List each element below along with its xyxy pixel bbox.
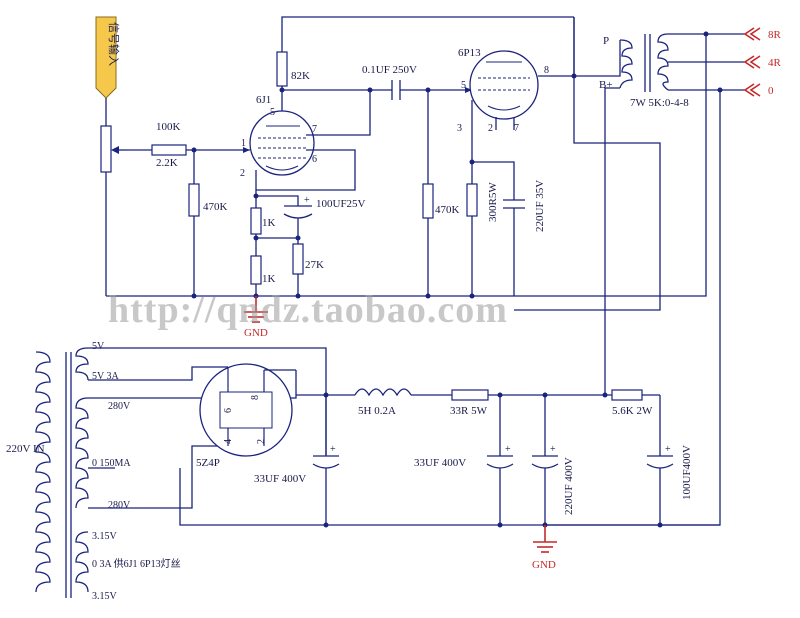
tube-6p13-pin-2: 2 bbox=[488, 123, 493, 134]
filter-capacitor-3: + bbox=[531, 395, 559, 525]
ot-spec: 7W 5K:0-4-8 bbox=[630, 97, 689, 109]
signal-input-label: 信号输入 bbox=[107, 22, 121, 66]
rectifier-pin-8: 8 bbox=[250, 395, 261, 400]
tap-0-150ma: 0 150MA bbox=[92, 458, 131, 469]
ot-primary-bplus: B+ bbox=[599, 79, 613, 91]
output-8r-label: 8R bbox=[768, 29, 782, 41]
output-cathode-capacitor bbox=[503, 199, 525, 209]
watermark-url: http://qndz.taobao.com bbox=[108, 289, 508, 331]
output-cathode-cap-value: 220UF 35V bbox=[534, 180, 546, 232]
grid-leak-resistor-1 bbox=[188, 183, 200, 217]
tube-6j1-pin-5: 5 bbox=[270, 107, 275, 118]
tube-6j1-pin-1: 1 bbox=[241, 138, 246, 149]
volume-pot-value: 100K bbox=[156, 121, 181, 133]
power-input-label: 220V IN bbox=[6, 443, 45, 455]
cathode-resistor-1 bbox=[250, 207, 262, 235]
cathode-cap-value: 100UF25V bbox=[316, 198, 366, 210]
tap-heater: 0 3A 供6J1 6P13灯丝 bbox=[92, 557, 181, 570]
grid-stopper-resistor bbox=[151, 144, 187, 156]
svg-text:+: + bbox=[550, 444, 556, 455]
filter-resistor-1 bbox=[451, 389, 489, 401]
filter-resistor-2 bbox=[611, 389, 643, 401]
cathode-r1-value: 1K bbox=[262, 217, 276, 229]
grid-leak-resistor-2 bbox=[422, 183, 434, 219]
rectifier-pin-6: 6 bbox=[223, 408, 234, 413]
filter-r1-value: 33R 5W bbox=[450, 405, 488, 417]
plate-resistor bbox=[276, 51, 288, 87]
choke-value: 5H 0.2A bbox=[358, 405, 396, 417]
tube-6p13-pin-3: 3 bbox=[457, 123, 462, 134]
tube-6p13-pin-7: 7 bbox=[514, 123, 519, 134]
feedback-r-value: 27K bbox=[305, 259, 324, 271]
filter-choke bbox=[354, 388, 412, 397]
tube-6p13-pin-5: 5 bbox=[461, 80, 466, 91]
tube-6p13-pin-8: 8 bbox=[544, 65, 549, 76]
tap-280v-a: 280V bbox=[108, 401, 131, 412]
tube-6j1-pin-2: 2 bbox=[240, 168, 245, 179]
output-cathode-resistor bbox=[466, 183, 478, 217]
coupling-cap-value: 0.1UF 250V bbox=[362, 64, 417, 76]
tap-5v-3a: 5V 3A bbox=[92, 371, 120, 382]
svg-text:+: + bbox=[304, 195, 310, 206]
rectifier-5z4p bbox=[199, 363, 293, 457]
tap-3v15-b: 3.15V bbox=[92, 591, 118, 602]
output-terminal-8r bbox=[743, 27, 761, 41]
cathode-resistor-2 bbox=[250, 255, 262, 285]
filter-r2-value: 5.6K 2W bbox=[612, 405, 653, 417]
power-transformer-secondary bbox=[75, 347, 89, 593]
power-transformer-core bbox=[65, 352, 72, 598]
output-terminal-0 bbox=[743, 83, 761, 97]
filter-c4-value: 100UF400V bbox=[681, 445, 693, 500]
ground-label-bottom: GND bbox=[532, 559, 556, 571]
tube-6p13-name: 6P13 bbox=[458, 47, 481, 59]
output-transformer bbox=[619, 33, 669, 92]
rectifier-pin-2: 2 bbox=[256, 439, 267, 444]
output-terminal-4r bbox=[743, 55, 761, 69]
tube-6j1 bbox=[249, 110, 315, 176]
signal-input-tag: 信号输入 bbox=[95, 16, 121, 99]
tube-6j1-pin-7: 7 bbox=[312, 124, 317, 135]
svg-text:+: + bbox=[665, 444, 671, 455]
ground-label-top: GND bbox=[244, 327, 268, 339]
filter-c2-value: 33UF 400V bbox=[414, 457, 466, 469]
ground-symbol-top bbox=[244, 296, 268, 323]
ot-primary-p: P bbox=[603, 35, 609, 47]
power-transformer-primary bbox=[35, 351, 51, 593]
grid-leak-2-value: 470K bbox=[435, 204, 460, 216]
filter-capacitor-1: + bbox=[312, 395, 340, 525]
ground-symbol-bottom bbox=[533, 525, 557, 553]
tap-3v15-a: 3.15V bbox=[92, 531, 118, 542]
filter-c3-value: 220UF 400V bbox=[563, 457, 575, 515]
rectifier-name: 5Z4P bbox=[196, 457, 220, 469]
svg-text:+: + bbox=[330, 444, 336, 455]
tap-5v-a: 5V bbox=[92, 341, 105, 352]
rectifier-pin-4: 4 bbox=[223, 439, 234, 444]
filter-c1-value: 33UF 400V bbox=[254, 473, 306, 485]
grid-stopper-value: 2.2K bbox=[156, 157, 178, 169]
output-0-label: 0 bbox=[768, 85, 774, 97]
plate-resistor-value: 82K bbox=[291, 70, 310, 82]
tube-6p13 bbox=[469, 50, 539, 120]
grid-leak-1-value: 470K bbox=[203, 201, 228, 213]
tube-6j1-pin-6: 6 bbox=[312, 154, 317, 165]
volume-potentiometer bbox=[100, 125, 126, 296]
svg-text:+: + bbox=[505, 444, 511, 455]
tap-280v-b: 280V bbox=[108, 500, 131, 511]
output-cathode-r-value: 300R5W bbox=[487, 182, 499, 222]
tube-6j1-name: 6J1 bbox=[256, 94, 271, 106]
filter-capacitor-2: + bbox=[486, 395, 514, 525]
coupling-capacitor bbox=[391, 80, 401, 100]
output-4r-label: 4R bbox=[768, 57, 782, 69]
feedback-resistor bbox=[292, 243, 304, 275]
filter-capacitor-4: + bbox=[646, 395, 674, 525]
cathode-r2-value: 1K bbox=[262, 273, 276, 285]
